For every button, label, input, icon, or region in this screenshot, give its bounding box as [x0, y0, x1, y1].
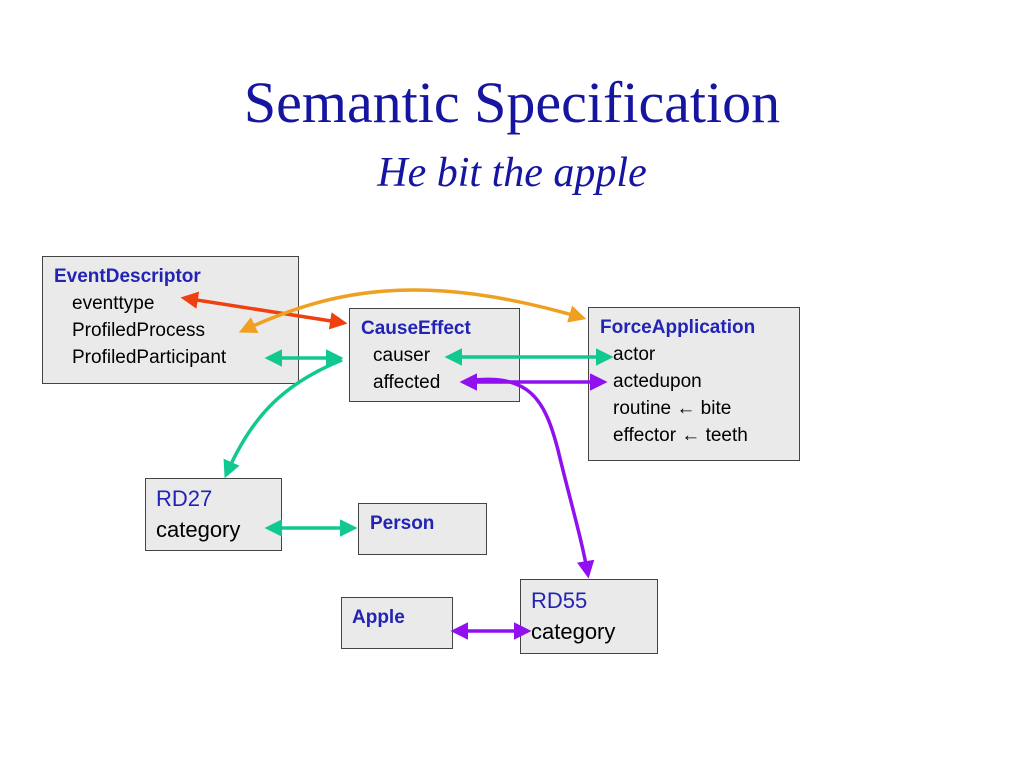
person-box: Person — [358, 503, 487, 555]
force-application-box: ForceApplication actor actedupon routine… — [588, 307, 800, 461]
cause-effect-item-affected: affected — [373, 372, 441, 393]
rd55-box: RD55 category — [520, 579, 658, 654]
force-application-item-actor: actor — [613, 344, 656, 365]
force-application-item-effector: effector ← teeth — [613, 425, 748, 446]
force-application-title: ForceApplication — [600, 317, 756, 338]
rd55-item-category: category — [531, 619, 616, 644]
force-application-item-routine: routine ← bite — [613, 398, 732, 419]
event-descriptor-title: EventDescriptor — [54, 266, 201, 287]
rd27-box: RD27 category — [145, 478, 282, 551]
arrow-profiledprocess-forceapplication — [238, 288, 587, 334]
slide-subtitle: He bit the apple — [377, 150, 647, 196]
slide-title: Semantic Specification — [243, 70, 781, 135]
event-descriptor-item-profiledparticipant: ProfiledParticipant — [72, 347, 227, 368]
rd27-title: RD27 — [156, 486, 213, 511]
rd55-title: RD55 — [531, 588, 588, 613]
rd27-item-category: category — [156, 517, 241, 542]
apple-box: Apple — [341, 597, 453, 649]
arrow-affected-rd55 — [465, 377, 595, 579]
cause-effect-item-causer: causer — [373, 345, 431, 366]
person-title: Person — [370, 513, 435, 534]
event-descriptor-item-eventtype: eventtype — [72, 293, 155, 314]
force-application-item-actedupon: actedupon — [613, 371, 702, 392]
event-descriptor-item-profiledprocess: ProfiledProcess — [72, 320, 206, 341]
arrow-causer-rd27 — [223, 358, 343, 479]
apple-title: Apple — [352, 607, 405, 628]
